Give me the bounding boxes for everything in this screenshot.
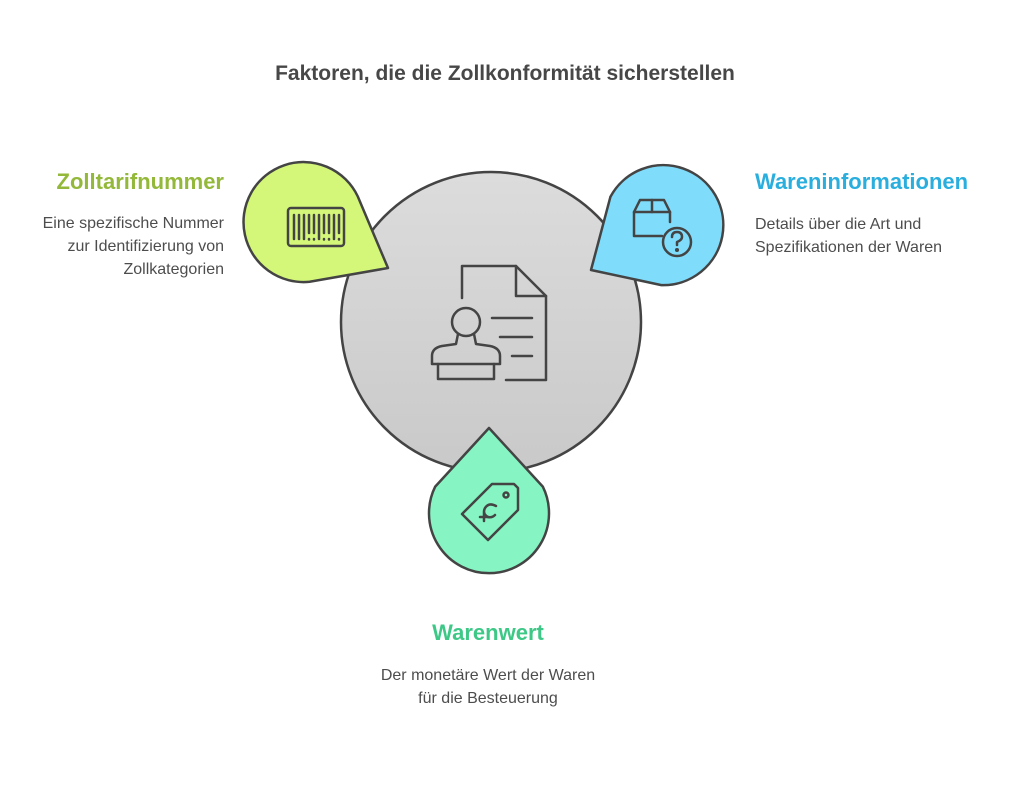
center-circle bbox=[339, 170, 643, 474]
price-tag-icon bbox=[460, 482, 520, 542]
barcode-icon bbox=[286, 206, 346, 248]
factor-heading-warenwert: Warenwert bbox=[432, 620, 544, 645]
factor-heading-zolltarifnummer: Zolltarifnummer bbox=[56, 169, 224, 194]
factor-shape-warenwert bbox=[427, 426, 551, 575]
factor-description-wareninformationen: Details über die Art und Spezifikationen… bbox=[755, 216, 943, 256]
factor-description-warenwert: Der monetäre Wert der Waren für die Best… bbox=[380, 667, 596, 707]
factor-shape-wareninformationen bbox=[589, 163, 725, 287]
factor-description-zolltarifnummer: Eine spezifische Nummer zur Identifizier… bbox=[42, 215, 224, 278]
box-question-icon bbox=[632, 198, 693, 258]
factor-heading-wareninformationen: Wareninformationen bbox=[755, 169, 969, 194]
customs-document-stamp-icon bbox=[430, 264, 548, 382]
factor-shape-zolltarifnummer bbox=[242, 160, 390, 284]
diagram-title: Faktoren, die die Zollkonformität sicher… bbox=[275, 62, 735, 85]
